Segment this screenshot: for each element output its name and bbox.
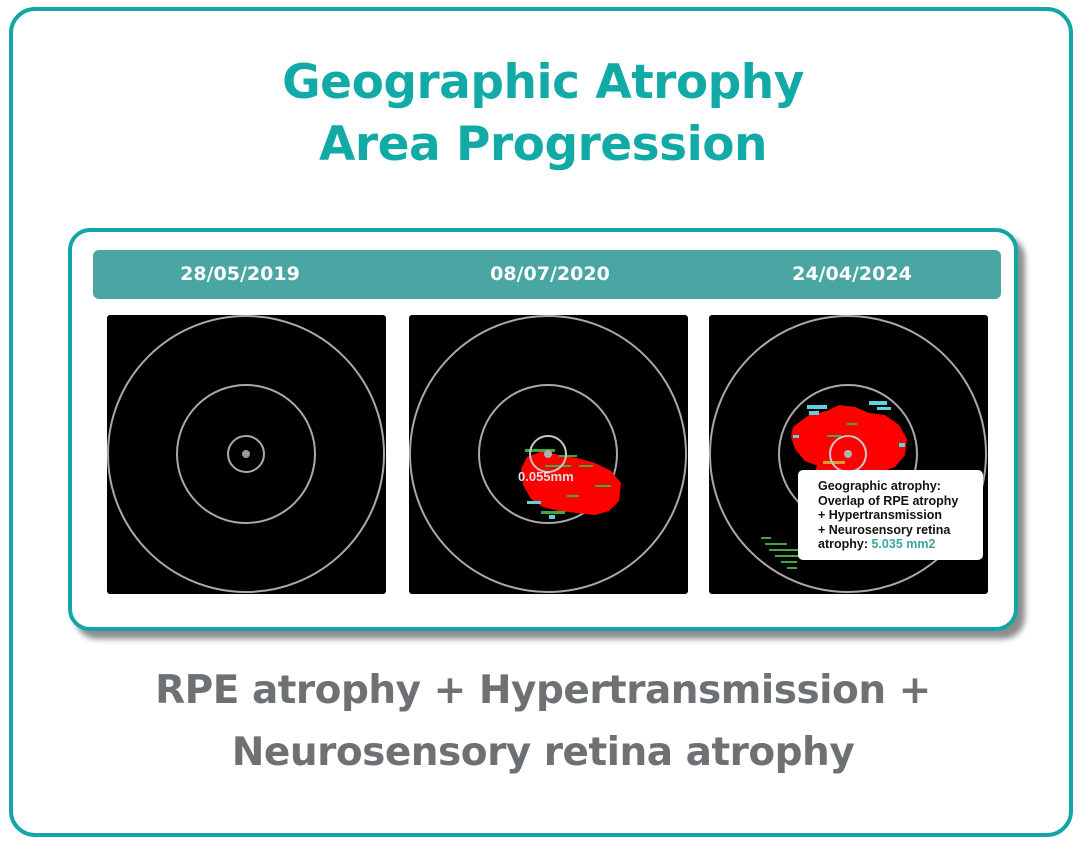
scan-2019-rings bbox=[107, 315, 385, 593]
tooltip-area-prefix: atrophy: bbox=[818, 537, 872, 551]
scan-2020: 0.055mm bbox=[409, 315, 688, 594]
tooltip-line-5: atrophy: 5.035 mm2 bbox=[818, 537, 973, 552]
title-line-2: Area Progression bbox=[319, 117, 767, 172]
scan-2019 bbox=[107, 315, 386, 594]
footer-caption: RPE atrophy + Hypertransmission + Neuros… bbox=[0, 660, 1086, 784]
date-label-2019: 28/05/2019 bbox=[180, 263, 300, 285]
page-title: Geographic Atrophy Area Progression bbox=[0, 52, 1086, 176]
footer-line-2: Neurosensory retina atrophy bbox=[231, 730, 855, 775]
title-line-1: Geographic Atrophy bbox=[282, 55, 804, 110]
area-tooltip: Geographic atrophy: Overlap of RPE atrop… bbox=[798, 470, 983, 560]
tooltip-line-1: Geographic atrophy: bbox=[818, 479, 941, 493]
tooltip-area-value: 5.035 mm2 bbox=[871, 537, 936, 551]
date-bar: 28/05/2019 08/07/2020 24/04/2024 bbox=[93, 250, 1001, 299]
tooltip-line-2: Overlap of RPE atrophy bbox=[818, 493, 959, 508]
scan-2020-rings: 0.055mm bbox=[409, 315, 687, 593]
tooltip-line-4: + Neurosensory retina bbox=[818, 522, 951, 537]
date-label-2024: 24/04/2024 bbox=[792, 263, 912, 285]
footer-line-1: RPE atrophy + Hypertransmission + bbox=[155, 668, 931, 713]
date-label-2020: 08/07/2020 bbox=[490, 263, 610, 285]
scan-2020-measurement: 0.055mm bbox=[518, 469, 574, 484]
lesion-2020 bbox=[521, 449, 621, 519]
tooltip-line-3: + Hypertransmission bbox=[818, 508, 943, 522]
